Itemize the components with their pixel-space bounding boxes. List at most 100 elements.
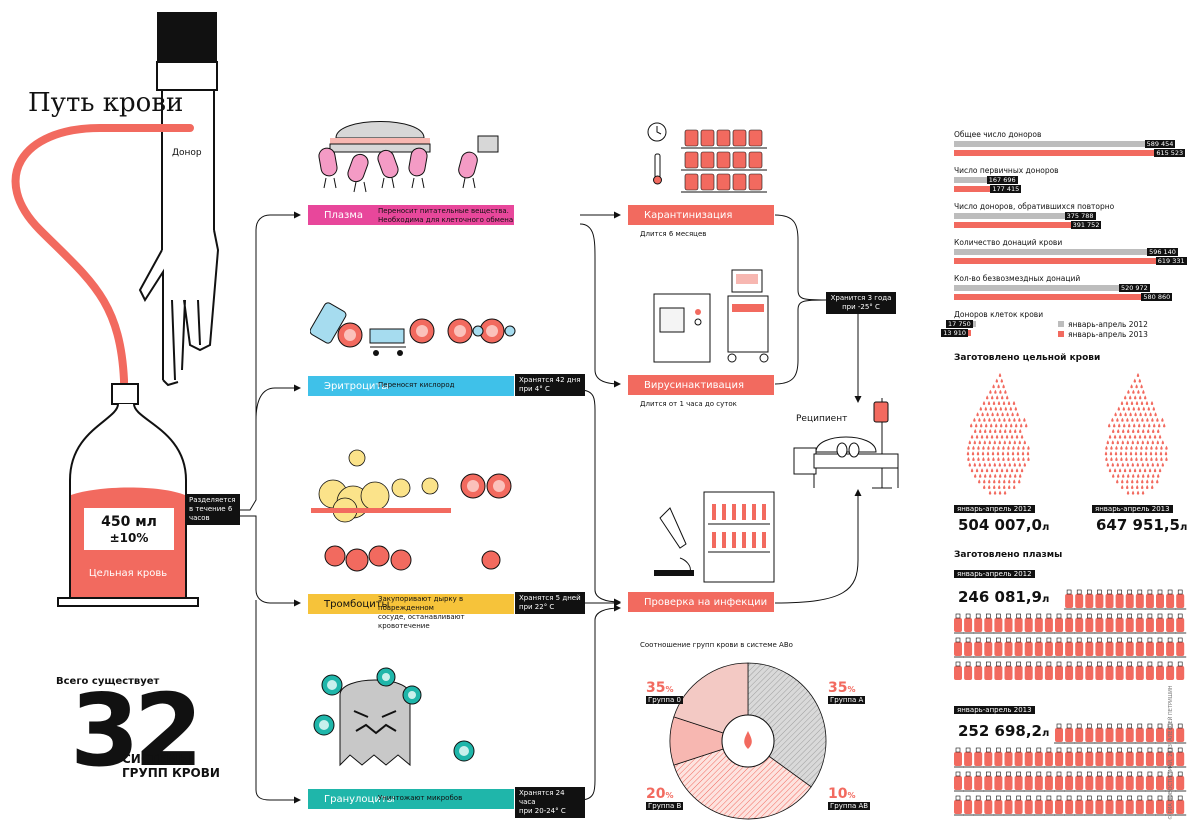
plasma-bag-mark bbox=[1166, 666, 1175, 680]
process-name: Карантинизация bbox=[644, 209, 733, 221]
drop-mark bbox=[1019, 429, 1022, 433]
plasma-bag-cap bbox=[1167, 613, 1173, 619]
drop-mark bbox=[1013, 440, 1016, 445]
drop-mark bbox=[1147, 429, 1150, 433]
plasma-bag-mark bbox=[1095, 666, 1104, 680]
plasma-bag-mark bbox=[1115, 618, 1124, 632]
drop-mark bbox=[1004, 406, 1007, 411]
plasma-bag-mark bbox=[1156, 618, 1164, 632]
plasma-bag-mark bbox=[1014, 642, 1023, 656]
drop-mark bbox=[1125, 457, 1128, 461]
plasma-bag-mark bbox=[1166, 728, 1175, 742]
plasma-bag-mark bbox=[1055, 618, 1063, 632]
drop-mark bbox=[971, 451, 975, 456]
plasma-bag-mark bbox=[964, 752, 973, 766]
plasma-bag-mark bbox=[1135, 728, 1144, 742]
stat-label: Кол-во безвозмездных донаций bbox=[954, 274, 1081, 283]
systems-number: 32 bbox=[70, 672, 203, 789]
drop-mark bbox=[1012, 401, 1016, 405]
drop-mark bbox=[1164, 451, 1168, 456]
platelets-storage: Хранятся 5 дней при 22° С bbox=[515, 592, 585, 614]
drop-mark bbox=[970, 423, 973, 428]
plasma-bag-cap bbox=[1026, 771, 1031, 777]
drop-mark bbox=[1129, 395, 1132, 400]
drop-mark bbox=[1012, 445, 1015, 450]
plasma-bag-cap bbox=[965, 661, 971, 667]
plasma-bag-cap bbox=[1147, 795, 1153, 801]
drop-mark bbox=[973, 417, 976, 422]
drop-mark bbox=[1006, 395, 1009, 400]
drop-mark bbox=[997, 401, 1001, 405]
plasma-bag-cap bbox=[1056, 795, 1062, 801]
plasma-bag-mark bbox=[1166, 642, 1175, 656]
drop-mark bbox=[1139, 395, 1142, 400]
drop-mark bbox=[1153, 468, 1157, 473]
plasma-bag-cap bbox=[1147, 589, 1153, 595]
drop-mark bbox=[986, 451, 990, 456]
plasma-bag-mark bbox=[964, 800, 973, 814]
plasma-bag-mark bbox=[1014, 618, 1023, 632]
plasma-bag-mark bbox=[1004, 642, 1013, 656]
drop-mark bbox=[1108, 434, 1112, 439]
drop-mark bbox=[1120, 401, 1124, 405]
plasma-bag-mark bbox=[1176, 800, 1185, 814]
drop-mark bbox=[993, 490, 997, 495]
stat-value: 580 860 bbox=[1141, 293, 1173, 301]
donor-label: Донор bbox=[172, 148, 202, 158]
drop-mark bbox=[1010, 468, 1014, 473]
plasma-bag-mark bbox=[1125, 642, 1134, 656]
plasma-bag-mark bbox=[964, 666, 973, 680]
drop-mark bbox=[988, 417, 991, 422]
drop-mark bbox=[970, 434, 974, 439]
drop-mark bbox=[1000, 423, 1003, 428]
drop-mark bbox=[966, 451, 970, 456]
plasma-bag-cap bbox=[1117, 795, 1122, 801]
drop-mark bbox=[1008, 462, 1011, 467]
drop-mark bbox=[1023, 417, 1026, 422]
stat-value: 619 331 bbox=[1155, 257, 1187, 265]
erythrocytes-storage: Хранятся 42 дня при 4° С bbox=[515, 374, 585, 396]
drop-mark bbox=[1137, 389, 1140, 394]
drop-mark bbox=[1156, 417, 1159, 422]
drop-mark bbox=[1108, 468, 1112, 473]
plasma-bag-mark bbox=[1135, 594, 1144, 608]
drop-mark bbox=[1160, 457, 1163, 461]
plasma-bag-cap bbox=[1107, 637, 1112, 643]
virus-inactivation-illustration bbox=[653, 269, 769, 363]
plasma-bag-cap bbox=[1026, 613, 1031, 619]
plasma-bag-mark bbox=[1085, 728, 1094, 742]
drop-mark bbox=[1111, 440, 1114, 445]
drop-mark bbox=[1156, 479, 1159, 484]
whole-blood-period-2013: январь-апрель 2013 bbox=[1092, 505, 1173, 513]
plasma-bag-mark bbox=[1044, 752, 1053, 766]
plasma-bag-mark bbox=[1095, 800, 1104, 814]
plasma-bag-mark bbox=[1004, 752, 1013, 766]
drop-mark bbox=[1116, 417, 1119, 422]
plasma-bag-cap bbox=[1177, 771, 1183, 777]
drop-mark bbox=[1002, 457, 1005, 461]
plasma-bag-mark bbox=[954, 618, 962, 632]
plasma-bag-cap bbox=[965, 795, 971, 801]
drop-mark bbox=[988, 479, 991, 484]
plasma-bag-cap bbox=[1147, 723, 1153, 729]
plasma-bag-cap bbox=[1117, 613, 1122, 619]
plasma-bag-mark bbox=[1075, 642, 1084, 656]
drop-mark bbox=[1134, 395, 1137, 400]
plasma-bag-mark bbox=[1125, 728, 1134, 742]
plasma-bag-mark bbox=[1145, 642, 1154, 656]
drop-mark bbox=[972, 445, 975, 450]
plasma-bag-mark bbox=[1095, 618, 1104, 632]
drop-mark bbox=[976, 412, 979, 417]
plasma-bag-mark bbox=[954, 776, 962, 790]
drop-mark bbox=[1009, 429, 1012, 433]
drop-mark bbox=[1002, 401, 1006, 405]
plasma-bag-mark bbox=[1125, 594, 1134, 608]
component-banner-granulocytes: Гранулоциты Уничтожают микробов bbox=[308, 789, 514, 809]
plasma-bag-mark bbox=[1115, 776, 1124, 790]
drop-mark bbox=[999, 429, 1002, 433]
plasma-bag-mark bbox=[1095, 642, 1104, 656]
drop-mark bbox=[1005, 468, 1009, 473]
plasma-bag-mark bbox=[984, 642, 993, 656]
drop-mark bbox=[1106, 440, 1109, 445]
page-title: Путь крови bbox=[28, 88, 184, 118]
